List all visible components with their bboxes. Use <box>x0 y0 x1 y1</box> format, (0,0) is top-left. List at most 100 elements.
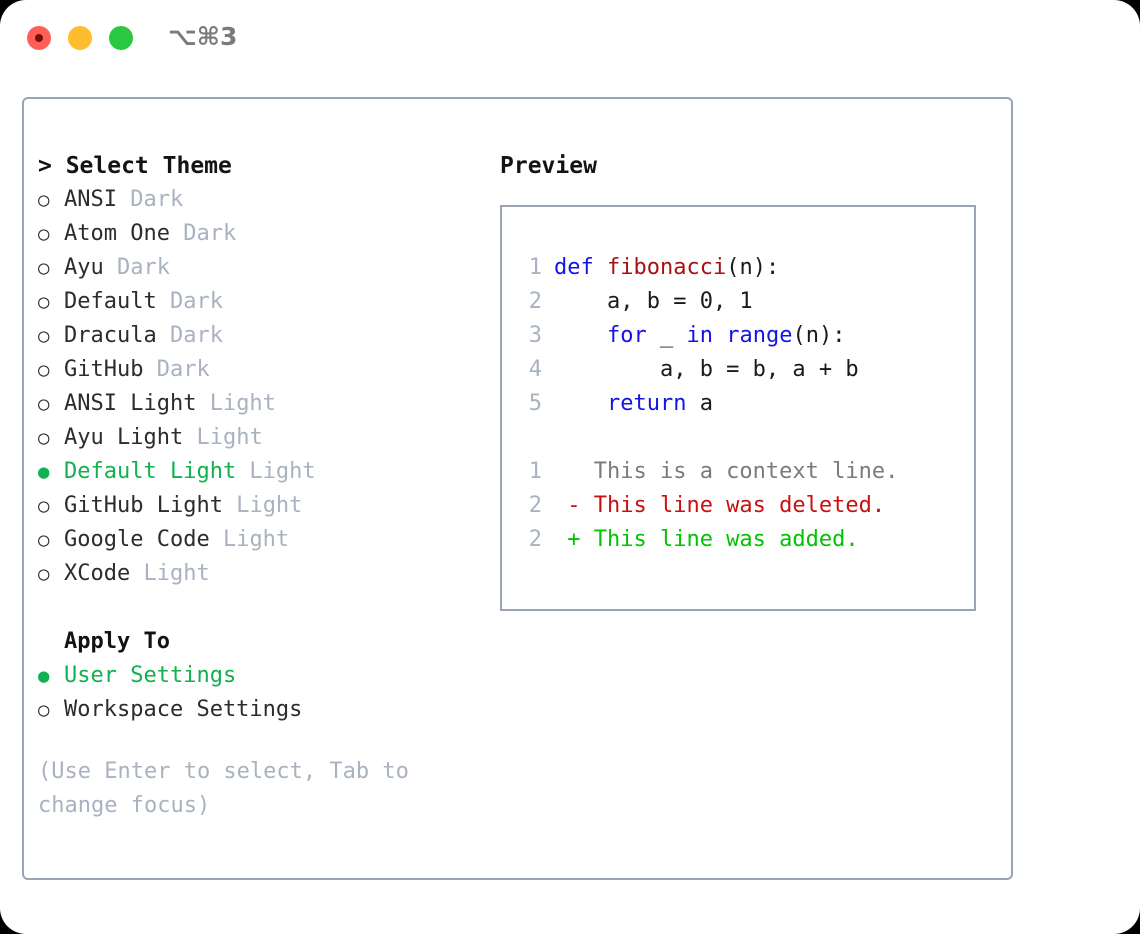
diff-text: + This line was added. <box>554 523 859 557</box>
theme-option-github[interactable]: ○GitHub Dark <box>38 353 488 387</box>
diff-line: 2 + This line was added. <box>516 523 898 557</box>
token-kw: return <box>606 391 687 416</box>
code-text: for _ in range(n): <box>554 319 845 353</box>
apply-option-label: User Settings <box>64 663 237 688</box>
theme-option-ayu[interactable]: ○ Ayu Dark <box>38 251 488 285</box>
radio-unselected-icon: ○ <box>38 291 50 313</box>
token-pl: _ <box>646 323 687 348</box>
theme-option-xcode[interactable]: ○ XCode Light <box>38 557 488 591</box>
code-blank-line <box>516 421 898 455</box>
token-ctx: This is a context line. <box>554 459 899 484</box>
theme-option-label: Google Code <box>64 527 210 552</box>
maximize-button[interactable] <box>109 26 133 50</box>
apply-option-user-settings[interactable]: ● User Settings <box>38 659 488 693</box>
theme-option-list: ○ANSI Dark○Atom One Dark○Ayu Dark○Defaul… <box>38 183 488 591</box>
line-number: 2 <box>528 493 542 518</box>
theme-option-label: Atom One <box>64 221 170 246</box>
select-theme-header: > Select Theme <box>38 153 232 179</box>
radio-unselected-icon: ○ <box>38 563 50 585</box>
token-fn: fibonacci <box>606 255 727 280</box>
token-pl: a <box>686 391 713 416</box>
code-line: 2 a, b = 0, 1 <box>516 285 898 319</box>
token-pl <box>713 323 726 348</box>
apply-to-header: Apply To <box>64 629 170 654</box>
radio-unselected-icon: ○ <box>38 427 50 449</box>
diff-line: 1 This is a context line. <box>516 455 899 489</box>
theme-option-label: Ayu <box>64 255 104 280</box>
theme-option-ansi-light[interactable]: ○ ANSI Light Light <box>38 387 488 421</box>
code-line: 3 for _ in range(n): <box>516 319 898 353</box>
token-add: + This line was added. <box>554 527 859 552</box>
radio-unselected-icon: ○ <box>38 495 50 517</box>
radio-selected-icon: ● <box>38 461 50 483</box>
code-text: a, b = 0, 1 <box>554 285 753 319</box>
diff-text: - This line was deleted. <box>554 489 885 523</box>
preview-title: Preview <box>500 153 597 179</box>
theme-option-label: Dracula <box>64 323 157 348</box>
token-pl: (n): <box>726 255 780 280</box>
token-kw: def <box>554 255 607 280</box>
theme-option-variant: Dark <box>103 255 170 280</box>
theme-option-github-light[interactable]: ○GitHub Light Light <box>38 489 488 523</box>
theme-option-label: GitHub Light <box>64 493 223 518</box>
radio-unselected-icon: ○ <box>38 189 50 211</box>
theme-option-label: Default Light <box>64 459 237 484</box>
theme-option-variant: Dark <box>116 187 184 212</box>
radio-unselected-icon: ○ <box>38 325 50 347</box>
theme-option-default[interactable]: ○Default Dark <box>38 285 488 319</box>
close-button[interactable] <box>27 26 51 50</box>
theme-option-atom-one[interactable]: ○ Atom One Dark <box>38 217 488 251</box>
line-number: 3 <box>528 323 542 348</box>
theme-option-variant: Light <box>209 527 290 552</box>
minimize-button[interactable] <box>68 26 92 50</box>
token-pl: (n): <box>792 323 846 348</box>
apply-to-option-list: ● User Settings ○Workspace Settings <box>38 659 488 727</box>
apply-option-workspace-settings[interactable]: ○Workspace Settings <box>38 693 488 727</box>
main-panel: > Select Theme ○ANSI Dark○Atom One Dark○… <box>22 97 1013 880</box>
code-line: 5 return a <box>516 387 898 421</box>
theme-option-ansi[interactable]: ○ANSI Dark <box>38 183 488 217</box>
line-number: 2 <box>528 289 542 314</box>
theme-option-variant: Light <box>183 425 263 450</box>
window-title-shortcut: ⌥⌘3 <box>168 22 238 51</box>
theme-option-google-code[interactable]: ○Google Code Light <box>38 523 488 557</box>
theme-option-variant: Light <box>196 391 276 416</box>
token-pl: a, b = 0, 1 <box>554 289 753 314</box>
code-line: 4 a, b = b, a + b <box>516 353 898 387</box>
panel-columns: > Select Theme ○ANSI Dark○Atom One Dark○… <box>24 99 1011 878</box>
theme-list-column: > Select Theme ○ANSI Dark○Atom One Dark○… <box>38 149 488 823</box>
radio-unselected-icon: ○ <box>38 393 50 415</box>
theme-option-label: XCode <box>64 561 131 586</box>
theme-option-label: Default <box>64 289 157 314</box>
diff-text: This is a context line. <box>554 455 899 489</box>
line-number: 1 <box>528 459 542 484</box>
theme-option-default-light[interactable]: ● Default Light Light <box>38 455 488 489</box>
theme-option-variant: Dark <box>156 323 223 348</box>
theme-option-dracula[interactable]: ○ Dracula Dark <box>38 319 488 353</box>
theme-option-label: GitHub <box>64 357 144 382</box>
window-controls <box>27 26 133 50</box>
code-text: def fibonacci(n): <box>554 251 779 285</box>
title-bar: ⌥⌘3 <box>0 0 1140 78</box>
theme-option-label: ANSI Light <box>64 391 197 416</box>
radio-unselected-icon: ○ <box>38 257 50 279</box>
radio-selected-icon: ● <box>38 665 50 687</box>
apply-option-label: Workspace Settings <box>64 697 303 722</box>
radio-unselected-icon: ○ <box>38 223 50 245</box>
list-spacer <box>38 591 488 625</box>
token-kw: for <box>606 323 647 348</box>
theme-option-variant: Light <box>236 459 316 484</box>
theme-option-variant: Dark <box>169 221 237 246</box>
token-kw: in <box>686 323 713 348</box>
theme-option-variant: Light <box>130 561 210 586</box>
token-pl: a, b = b, a + b <box>554 357 859 382</box>
theme-option-ayu-light[interactable]: ○Ayu Light Light <box>38 421 488 455</box>
line-number: 2 <box>528 527 542 552</box>
diff-line: 2 - This line was deleted. <box>516 489 898 523</box>
token-pl <box>554 323 607 348</box>
